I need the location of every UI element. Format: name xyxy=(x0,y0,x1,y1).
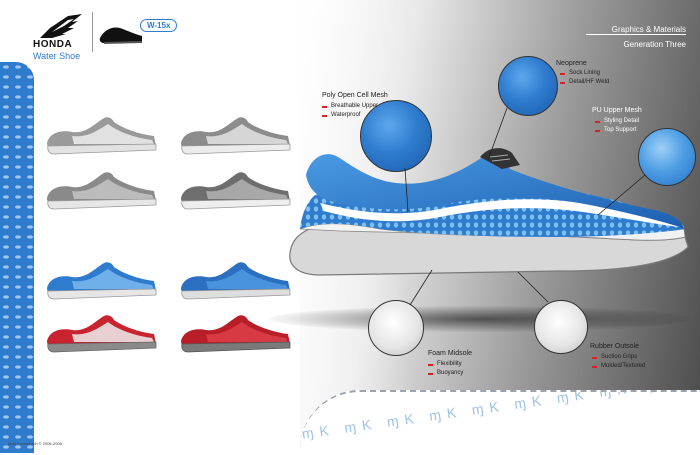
swatch-pu-upper xyxy=(638,128,696,186)
callout-rubber-outsole-title: Rubber Outsole xyxy=(590,343,640,350)
colorway-thumb-blue-1 xyxy=(47,262,157,300)
callout-neoprene-title: Neoprene xyxy=(556,60,587,67)
model-badge: W-15x xyxy=(140,19,178,32)
colorway-thumb-grey-4 xyxy=(181,172,291,210)
hero-shoe-render xyxy=(289,148,689,276)
product-name: Water Shoe xyxy=(33,51,81,61)
callout-foam-midsole-bullet-2: Buoyancy xyxy=(428,370,463,376)
callout-foam-midsole-title: Foam Midsole xyxy=(428,350,472,357)
callout-neoprene-bullet-1: Sock Lining xyxy=(560,70,600,76)
callout-pu-upper-title: PU Upper Mesh xyxy=(592,107,642,114)
colorway-thumb-grey-1 xyxy=(47,117,157,155)
callout-pu-upper-bullet-1: Styling Detail xyxy=(595,118,639,124)
brand-divider xyxy=(92,12,93,52)
callout-rubber-outsole-bullet-2: Molded/Textured xyxy=(592,363,645,369)
section-subtitle: Generation Three xyxy=(623,40,686,49)
colorway-thumb-blue-2 xyxy=(181,262,291,300)
honda-wing-logo-icon xyxy=(40,14,82,38)
shoe-silhouette-icon xyxy=(99,27,142,44)
swatch-rubber-outsole xyxy=(534,300,588,354)
colorway-thumb-red-2 xyxy=(181,315,291,353)
header-divider xyxy=(586,34,686,35)
callout-poly-mesh-bullet-2: Waterproof xyxy=(322,112,360,118)
callout-poly-mesh-title: Poly Open Cell Mesh xyxy=(322,92,388,99)
tread-marks: ɱK ɱK ɱK ɱK ɱK ɱK ɱK ɱK ɱK ɱK ɱK ɱK xyxy=(300,390,700,442)
callout-pu-upper-bullet-2: Top Support xyxy=(595,127,636,133)
colorway-thumb-grey-2 xyxy=(181,117,291,155)
side-pattern-strip xyxy=(0,62,34,453)
swatch-poly-mesh xyxy=(360,100,432,172)
ground-shadow xyxy=(270,306,690,332)
callout-poly-mesh-bullet-1: Breathable Upper xyxy=(322,103,378,109)
swatch-foam-midsole xyxy=(368,300,424,356)
colorway-thumb-grey-3 xyxy=(47,172,157,210)
callout-neoprene-bullet-2: Detail/HF Weld xyxy=(560,79,609,85)
callout-rubber-outsole-bullet-1: Suction Grips xyxy=(592,354,637,360)
callout-foam-midsole-bullet-1: Flexibility xyxy=(428,361,462,367)
colorway-thumb-red-1 xyxy=(47,315,157,353)
section-title: Graphics & Materials xyxy=(611,25,686,34)
brand-name: HONDA xyxy=(33,39,73,50)
outsole-tread-pattern: ɱK ɱK ɱK ɱK ɱK ɱK ɱK ɱK ɱK ɱK ɱK ɱK xyxy=(300,390,700,455)
swatch-neoprene xyxy=(498,56,558,116)
footer-credit: Matt Kovanevich © 2006-2008 xyxy=(8,441,62,446)
